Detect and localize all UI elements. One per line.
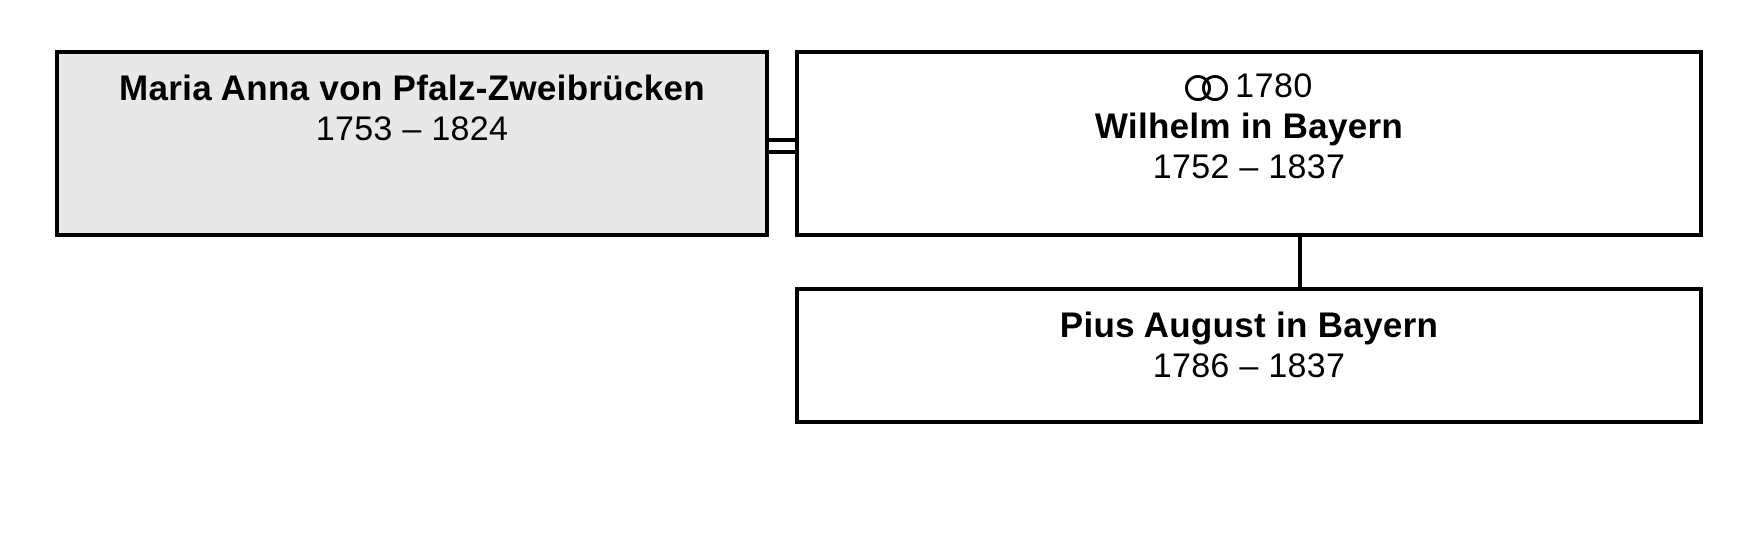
person-dates-child: 1786 – 1837 (1152, 347, 1346, 386)
wedding-rings-icon (1185, 75, 1229, 101)
person-dates-mother: 1753 – 1824 (315, 110, 509, 149)
person-name-mother: Maria Anna von Pfalz-Zweibrücken (119, 69, 705, 108)
person-box-father[interactable]: 1780 Wilhelm in Bayern 1752 – 1837 (795, 50, 1703, 237)
marriage-line: 1780 (1185, 66, 1313, 106)
descent-connector-line (1298, 233, 1302, 291)
marriage-year: 1780 (1235, 67, 1313, 105)
person-dates-father: 1752 – 1837 (1152, 148, 1346, 187)
person-name-father: Wilhelm in Bayern (1094, 107, 1404, 147)
person-name-child: Pius August in Bayern (1059, 306, 1439, 345)
marriage-connector-lower-bar (769, 150, 799, 154)
person-box-mother[interactable]: Maria Anna von Pfalz-Zweibrücken 1753 – … (55, 50, 769, 237)
person-box-child[interactable]: Pius August in Bayern 1786 – 1837 (795, 287, 1703, 424)
marriage-connector-upper-bar (769, 138, 799, 142)
